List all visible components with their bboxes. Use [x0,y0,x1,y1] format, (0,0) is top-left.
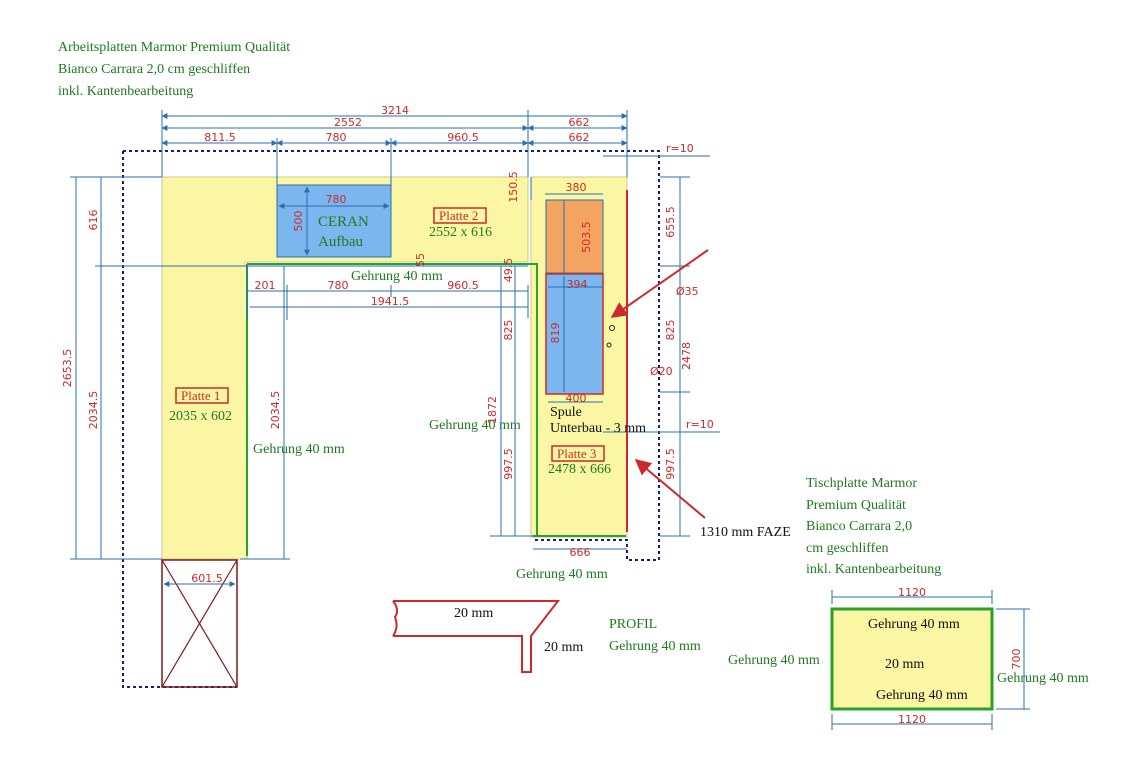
table-spec-line-3: Bianco Carrara 2,0 [806,519,913,534]
orange-cutout [545,199,604,274]
dim-819: 819 [549,323,562,344]
platte-1-name-box [175,387,229,404]
left-dim-lines [70,176,528,560]
dim-r10-bottom: r=10 [686,418,714,431]
dim-380: 380 [566,181,587,194]
profile-top-size: 20 mm [454,606,493,621]
dim-r10-top: r=10 [666,142,694,155]
spule-label: Spule [550,405,582,420]
table-spec-line-1: Tischplatte Marmor [806,476,918,491]
table-spec-note: Tischplatte Marmor Premium Qualität Bian… [806,473,941,581]
inner-dim-lines [246,266,529,320]
platte-3-name: Platte 3 [557,446,596,461]
table-gehrung-left: Gehrung 40 mm [728,653,820,668]
gehrung-label-bottom: Gehrung 40 mm [516,567,608,582]
platte-2-size: 2552 x 616 [429,225,492,240]
main-spec-line-1: Arbeitsplatten Marmor Premium Qualität [58,40,291,55]
dim-8115: 811.5 [204,131,236,144]
dim-1872: 1872 [486,396,499,424]
dim-2552: 2552 [334,116,362,129]
dim-201: 201 [255,279,276,292]
main-spec-line-2: Bianco Carrara 2,0 cm geschliffen [58,62,251,77]
dim-3214: 3214 [381,104,409,117]
dim-6015: 601.5 [191,572,223,585]
table-center: 20 mm [885,657,924,672]
table-gehrung-top: Gehrung 40 mm [868,617,960,632]
dim-9605-inner: 960.5 [447,279,479,292]
table-dim-lines [831,590,1030,730]
dim-666: 666 [570,546,591,559]
dim-ext-lines-top [161,110,628,185]
table-spec-line-5: inkl. Kantenbearbeitung [806,562,942,577]
platte-3-name-box [551,445,605,462]
red-arrow-lower [634,458,706,519]
platte-3-size: 2478 x 666 [548,462,611,477]
dim-825-left: 825 [502,320,515,341]
ceran-w: 780 [326,193,347,206]
dim-9975-right: 997.5 [664,448,677,480]
dim-26535: 2653.5 [61,349,74,388]
dim-1505: 150.5 [507,171,520,203]
platte-2-name-box [433,207,487,224]
gehrung-label-left: Gehrung 40 mm [253,442,345,457]
dim-9605-top: 960.5 [447,131,479,144]
platte-1-shape [161,265,248,560]
ceran-sub: Aufbau [318,234,363,250]
ceran-label: CERAN [318,214,369,230]
profile-title: PROFIL [609,617,657,632]
ceran-h: 500 [292,211,305,232]
dim-19415: 1941.5 [371,295,410,308]
dim-662-second: 662 [569,131,590,144]
dim-394: 394 [567,278,588,291]
table-height: 700 [1010,649,1023,670]
profile-gehrung: Gehrung 40 mm [609,639,701,654]
faze-label: 1310 mm FAZE [700,525,791,540]
table-gehrung-bottom: Gehrung 40 mm [876,688,968,703]
spule-sub: Unterbau - 3 mm [550,421,646,436]
dim-400: 400 [566,392,587,405]
tap-hole-20 [606,342,612,348]
platte-1-name: Platte 1 [181,388,220,403]
dim-662-top: 662 [569,116,590,129]
right-dim-lines [490,155,720,550]
dim-9975-left: 997.5 [502,448,515,480]
dim-825-right: 825 [664,320,677,341]
table-spec-line-4: cm geschliffen [806,540,889,556]
tap-hole-35 [609,325,615,331]
table-gehrung-right: Gehrung 40 mm [997,671,1089,686]
main-spec-line-3: inkl. Kantenbearbeitung [58,84,194,99]
profile-side-size: 20 mm [544,640,583,655]
dim-780-inner: 780 [328,279,349,292]
dim-6555: 655.5 [664,206,677,238]
dim-20345-left: 2034.5 [87,391,100,430]
main-spec-note: Arbeitsplatten Marmor Premium Qualität B… [58,37,290,103]
red-arrow-upper [610,249,709,318]
table-width-bottom: 1120 [898,713,926,726]
spule-cutout [545,273,604,395]
dim-780-top: 780 [326,131,347,144]
dim-d20: Ø20 [650,365,673,378]
dim-5035: 503.5 [580,221,593,253]
dim-55: 55 [414,253,427,267]
ceran-cutout [276,184,392,258]
dim-616: 616 [87,210,100,231]
dim-495: 49.5 [502,258,515,283]
profile-shape [392,600,561,673]
cabinet-box [161,559,238,688]
dim-2478: 2478 [680,342,693,370]
gehrung-label-top: Gehrung 40 mm [351,269,443,284]
dim-20345-inner: 2034.5 [269,391,282,430]
platte-1-size: 2035 x 602 [169,409,232,424]
table-plate [830,607,994,711]
platte-2-name: Platte 2 [439,208,478,223]
table-width-top: 1120 [898,586,926,599]
table-spec-line-2: Premium Qualität [806,497,906,513]
dim-d35: Ø35 [676,285,699,298]
gehrung-label-mid: Gehrung 40 mm [429,418,521,433]
